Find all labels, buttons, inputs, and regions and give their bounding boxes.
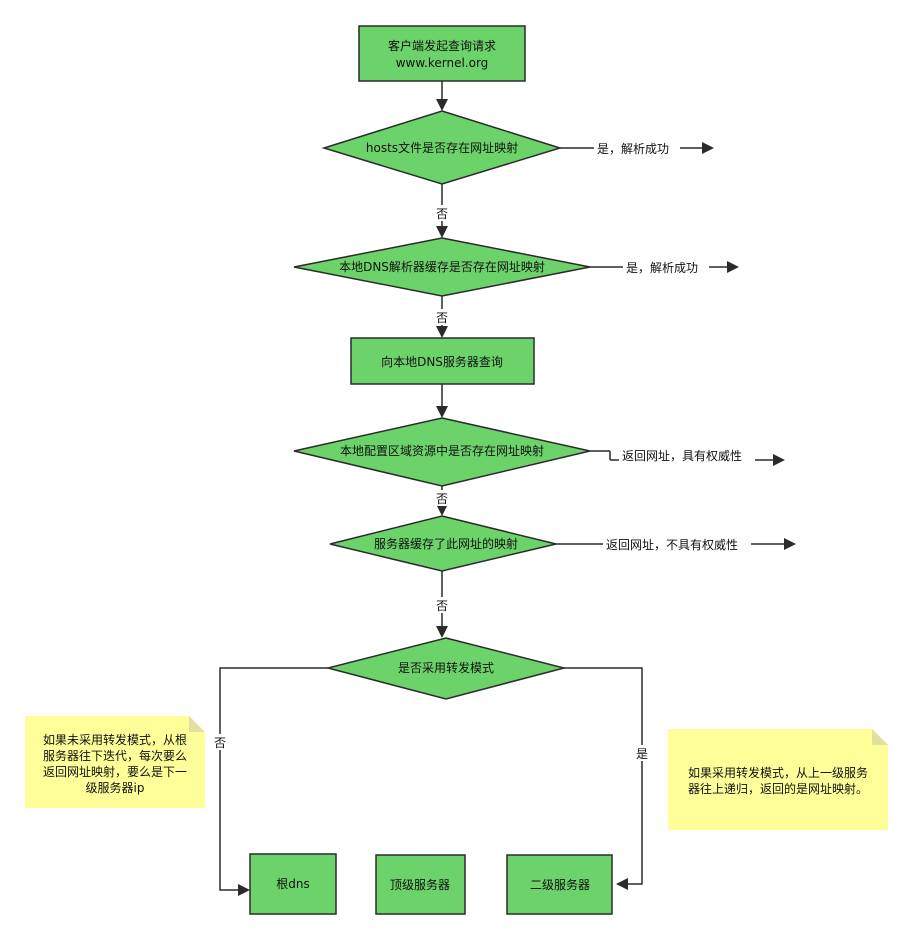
right-note-line-1: 如果采用转发模式，从上一级服务 (688, 765, 868, 780)
no-label-2: 否 (436, 311, 448, 325)
arrowhead-icon (436, 99, 448, 111)
arrowhead-icon (238, 884, 250, 896)
edge-label-bg (619, 447, 755, 463)
left-note-line-4: 级服务器ip (86, 780, 145, 795)
start-node (358, 25, 526, 82)
hosts-yes-label: 是，解析成功 (597, 142, 669, 156)
arrowhead-icon (436, 406, 448, 418)
zone-yes-label: 返回网址，具有权威性 (622, 449, 742, 463)
edge-label-bg (434, 490, 450, 506)
server-cache-check-label: 服务器缓存了此网址的映射 (374, 536, 518, 551)
hosts-check-diamond (321, 110, 563, 185)
forward-mode-check-label: 是否采用转发模式 (398, 660, 494, 675)
edge-forward-no (219, 667, 328, 891)
arrowhead-icon (784, 538, 796, 550)
arrowhead-icon (436, 626, 448, 638)
edge-label-bg (603, 536, 751, 552)
no-label-4: 否 (436, 599, 448, 613)
left-note: 如果未采用转发模式，从根 服务器往下迭代，每次要么 返回网址映射，要么是下一 级… (25, 716, 205, 808)
right-note-line-2: 器往上递归，返回的是网址映射。 (688, 781, 868, 796)
right-note: 如果采用转发模式，从上一级服务 器往上递归，返回的是网址映射。 (668, 729, 888, 830)
edge-label-bg (212, 734, 228, 750)
forward-yes-label: 是 (636, 747, 648, 761)
forward-no-label: 否 (214, 736, 226, 750)
arrowhead-icon (702, 142, 714, 154)
start-node-label-2: www.kernel.org (396, 56, 489, 70)
left-note-line-2: 服务器往下迭代，每次要么 (43, 748, 187, 763)
arrowhead-icon (436, 226, 448, 238)
root-dns-label: 根dns (276, 877, 309, 891)
root-dns-node (249, 853, 337, 915)
edge-label-bg (623, 259, 709, 275)
edge-forward-yes (564, 667, 643, 885)
zone-check-diamond (293, 417, 591, 487)
top-level-server-node (375, 854, 466, 915)
left-note-line-1: 如果未采用转发模式，从根 (43, 732, 187, 747)
edge-label-bg (434, 205, 450, 221)
no-label-3: 否 (436, 492, 448, 506)
cache-yes-label: 是，解析成功 (626, 261, 698, 275)
zone-check-label: 本地配置区域资源中是否存在网址映射 (340, 443, 544, 458)
arrowhead-icon (436, 326, 448, 338)
left-note-line-3: 返回网址映射，要么是下一 (43, 764, 187, 779)
local-cache-check-diamond (293, 237, 591, 297)
arrowhead-icon (616, 878, 628, 890)
arrowhead-icon (773, 454, 785, 466)
second-level-server-node (506, 854, 613, 915)
edge-label-bg (434, 597, 450, 613)
server-cache-yes-label: 返回网址，不具有权威性 (606, 538, 738, 552)
start-node-label-1: 客户端发起查询请求 (388, 38, 496, 53)
hosts-check-label: hosts文件是否存在网址映射 (366, 140, 518, 155)
arrowhead-icon (436, 504, 448, 516)
local-cache-check-label: 本地DNS解析器缓存是否存在网址映射 (339, 259, 545, 274)
arrowhead-icon (727, 261, 739, 273)
edge-label-bg (594, 140, 680, 156)
query-local-dns-node (350, 337, 535, 385)
top-level-server-label: 顶级服务器 (390, 877, 450, 892)
forward-mode-check-diamond (325, 637, 567, 700)
server-cache-check-diamond (329, 515, 557, 572)
edge-label-bg (634, 745, 650, 761)
edge-label-bg (434, 309, 450, 325)
no-label-1: 否 (436, 207, 448, 221)
query-local-dns-label: 向本地DNS服务器查询 (381, 354, 503, 369)
second-level-server-label: 二级服务器 (530, 877, 590, 892)
